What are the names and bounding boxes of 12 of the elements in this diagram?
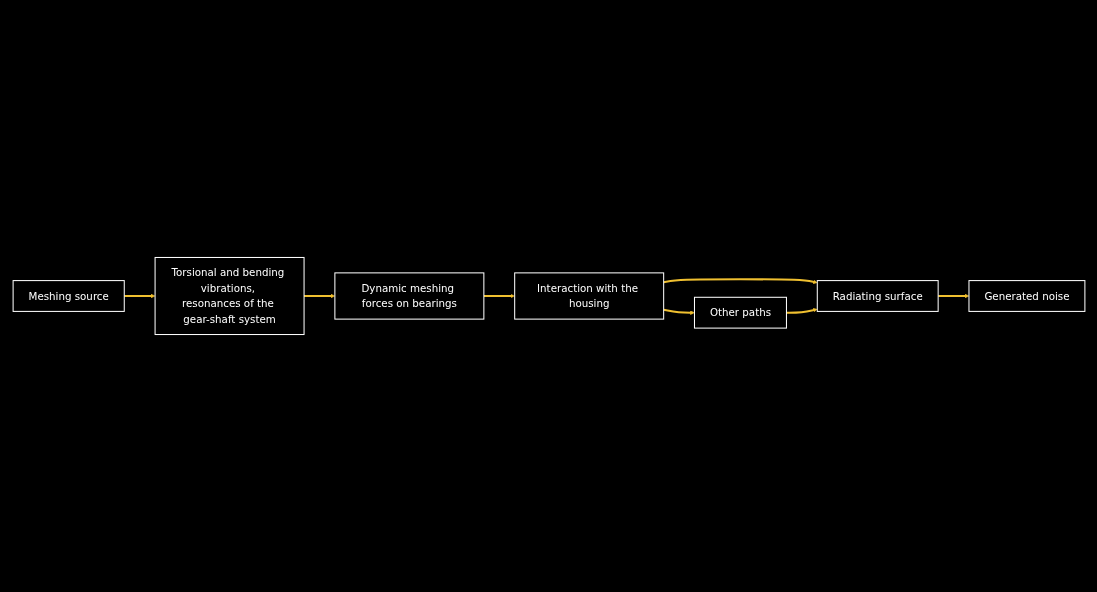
node-box: Interaction with the housing — [513, 272, 664, 320]
arrow — [937, 293, 969, 299]
arrow — [123, 293, 155, 299]
node-box: Torsional and bending vibrations, resonances of the gear-shaft system — [154, 256, 305, 336]
node-box: Other paths — [693, 296, 787, 329]
arrow — [785, 307, 817, 314]
node-box: Meshing source — [12, 280, 125, 312]
node-box: Generated noise — [967, 280, 1085, 312]
node-box: Radiating surface — [816, 280, 939, 312]
node-box: Dynamic meshing forces on bearings — [333, 272, 484, 320]
arrow — [303, 293, 335, 299]
arrow — [483, 293, 515, 299]
